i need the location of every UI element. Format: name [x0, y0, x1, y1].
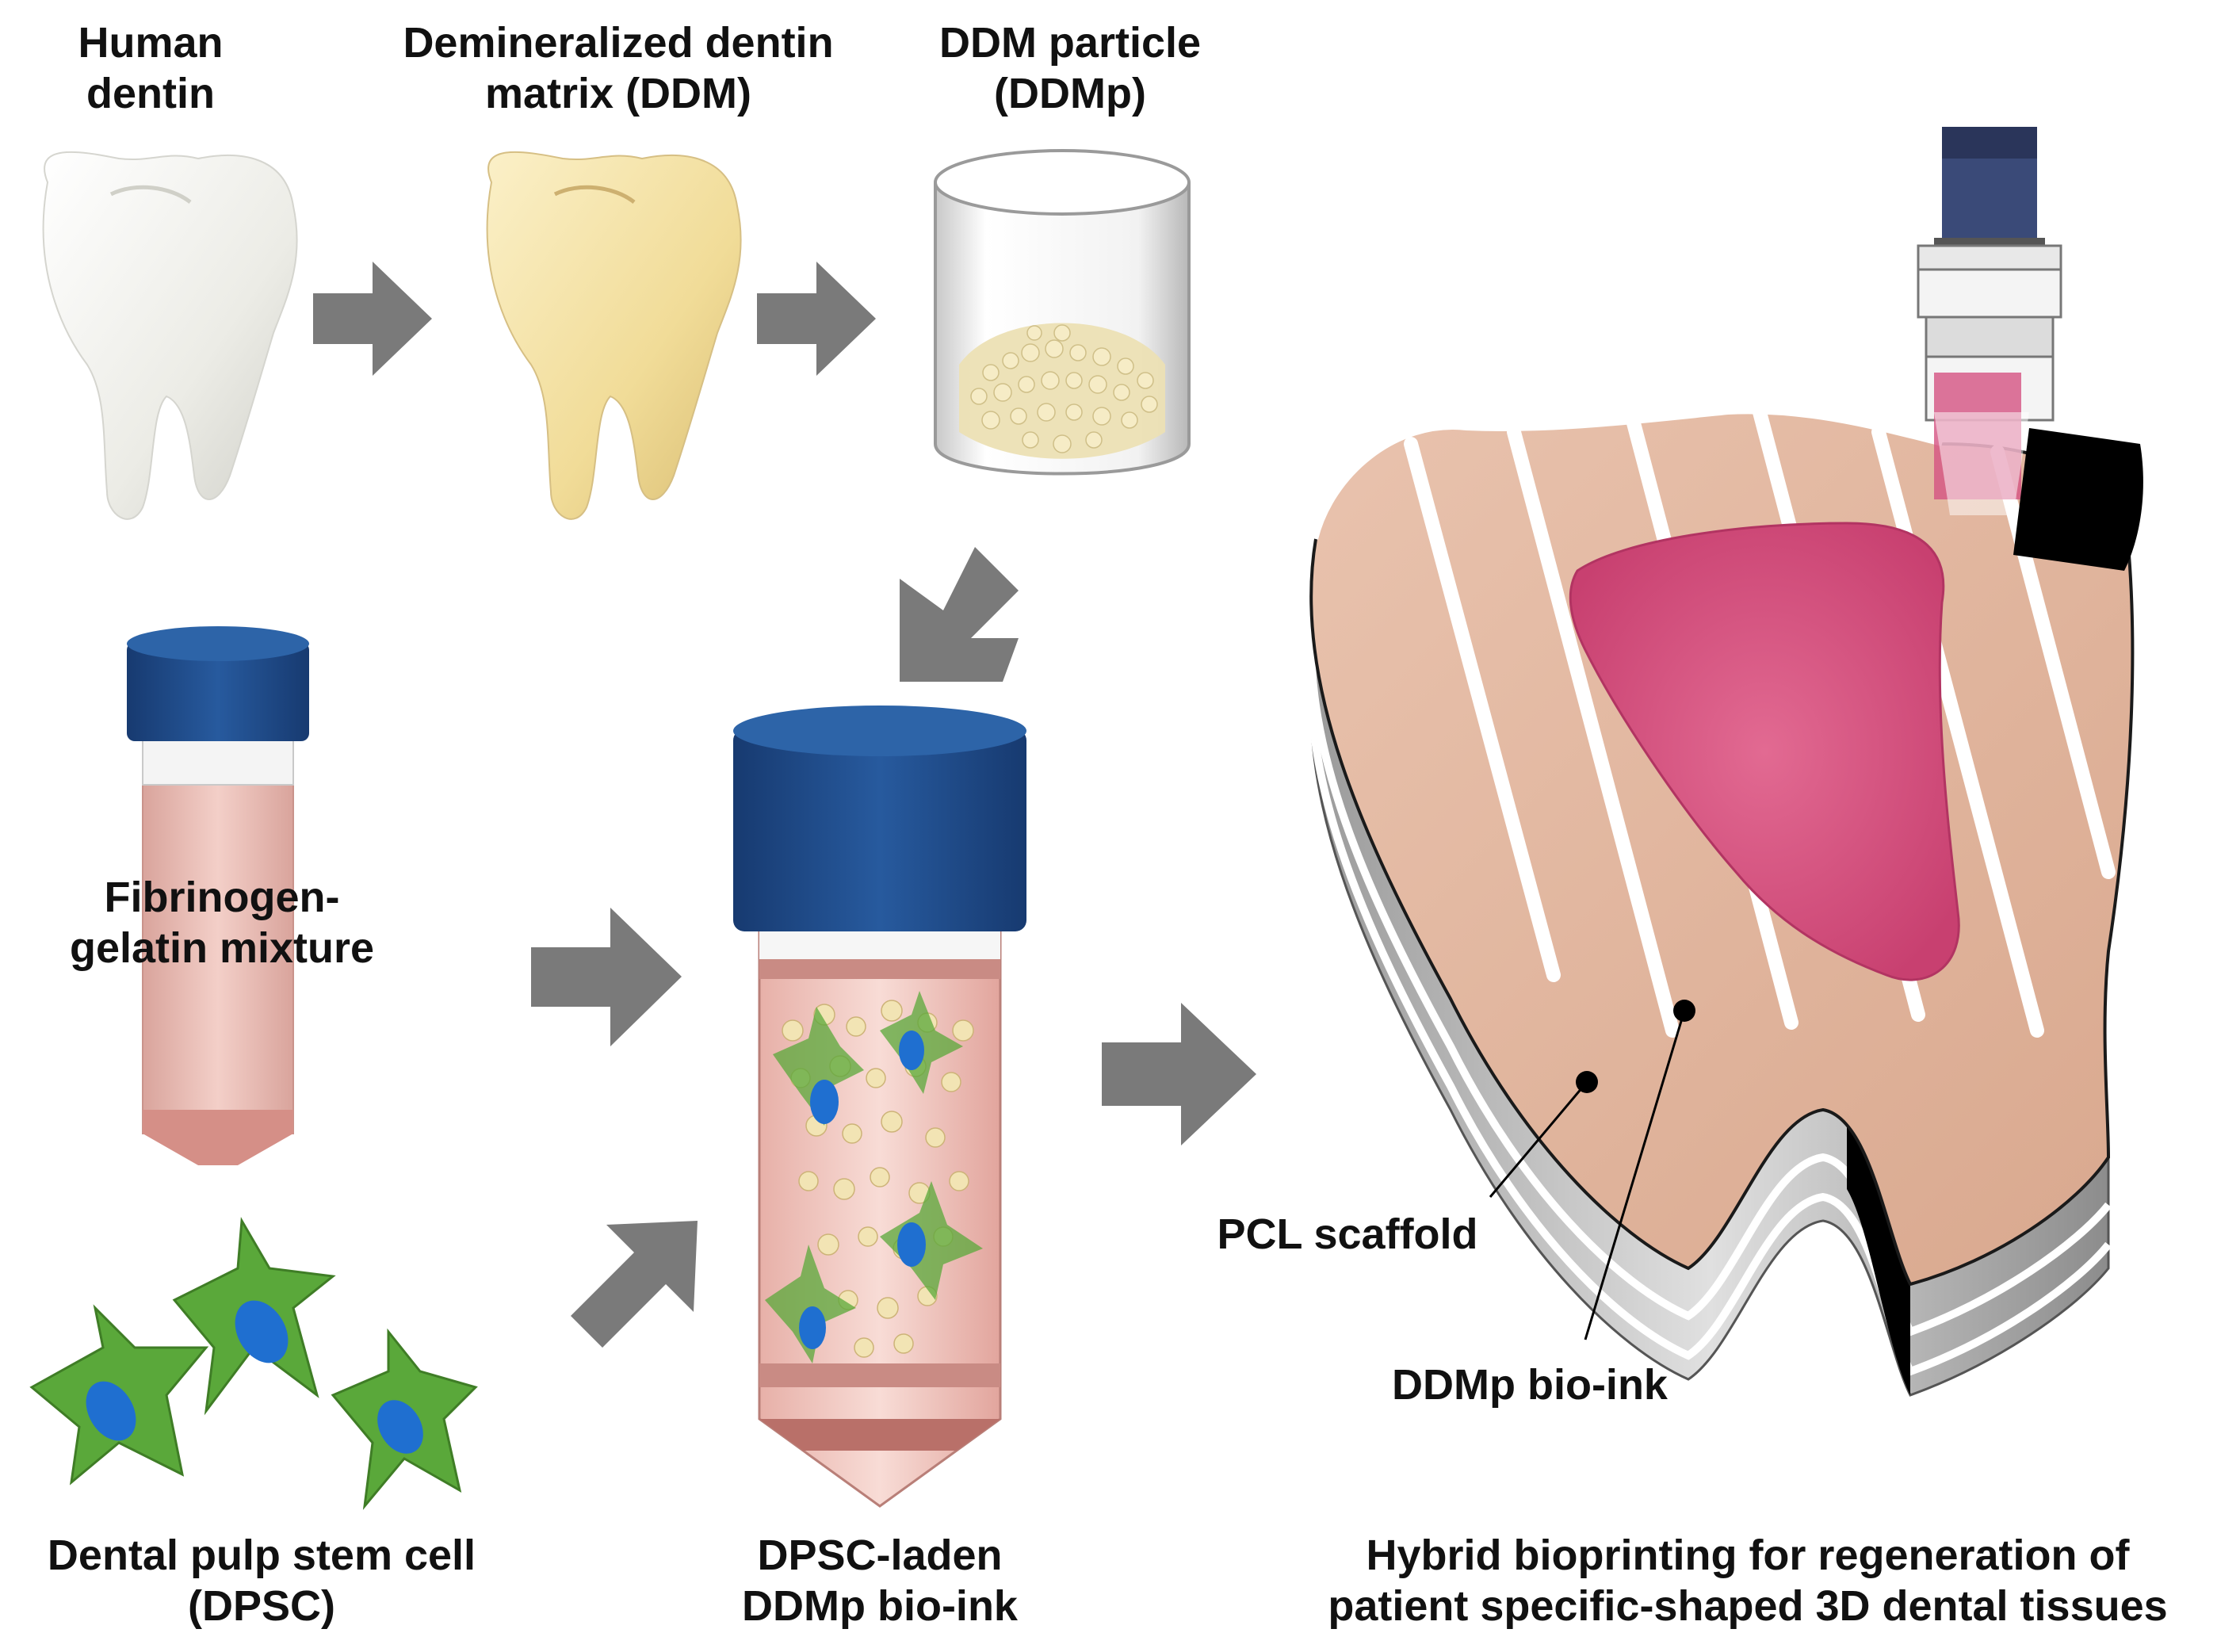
bioprinter-nozzle-icon — [1917, 127, 2143, 571]
bioink-tube-line-2: DDMp bio-ink — [742, 1582, 1018, 1630]
arrow-cells-to-tube — [571, 1221, 698, 1348]
hybrid-line-2: patient specific-shaped 3D dental tissue… — [1328, 1582, 2168, 1630]
ddmp-line-1: DDM particle — [938, 19, 1202, 67]
arrow-dentin-to-ddm — [313, 262, 432, 376]
ddm-line-2: matrix (DDM) — [484, 70, 752, 117]
dpsc-label: Dental pulp stem cell (DPSC) — [8, 1530, 515, 1631]
human-dentin-line-2: dentin — [86, 70, 215, 117]
pcl-scaffold-label: PCL scaffold — [1189, 1209, 1506, 1260]
pcl-scaffold-text: PCL scaffold — [1217, 1210, 1478, 1258]
demineralized-tooth-icon — [486, 151, 742, 520]
arrow-fibrinogen-to-tube — [531, 908, 682, 1046]
ddm-label: Demineralized dentin matrix (DDM) — [373, 17, 864, 119]
fibrinogen-tube-icon — [127, 626, 309, 1165]
printed-tooth-scaffold-icon — [1307, 405, 2135, 1397]
arrow-tube-to-printing — [1102, 1003, 1256, 1145]
hybrid-line-1: Hybrid bioprinting for regeneration of — [1366, 1532, 2130, 1579]
stem-cell-icon — [29, 1217, 478, 1510]
bioink-tube-icon — [733, 706, 1026, 1508]
ddmp-bioink-text: DDMp bio-ink — [1392, 1361, 1668, 1409]
dpsc-line-2: (DPSC) — [188, 1582, 335, 1630]
bioink-tube-label: DPSC-laden DDMp bio-ink — [682, 1530, 1078, 1631]
human-tooth-icon — [42, 151, 298, 520]
human-dentin-line-1: Human — [78, 19, 224, 67]
hybrid-bioprinting-label: Hybrid bioprinting for regeneration of p… — [1260, 1530, 2235, 1631]
ddmp-label: DDM particle (DDMp) — [912, 17, 1229, 119]
particle-beaker-icon — [934, 149, 1191, 476]
fibrinogen-label: Fibrinogen- gelatin mixture — [55, 872, 388, 973]
ddm-line-1: Demineralized dentin — [403, 19, 834, 67]
dpsc-line-1: Dental pulp stem cell — [47, 1532, 476, 1579]
fibrinogen-line-1: Fibrinogen- — [104, 874, 340, 921]
bioink-tube-line-1: DPSC-laden — [757, 1532, 1003, 1579]
fibrinogen-line-2: gelatin mixture — [69, 924, 375, 972]
arrow-ddm-to-particle — [757, 262, 876, 376]
human-dentin-label: Human dentin — [32, 17, 269, 119]
ddmp-bioink-label: DDMp bio-ink — [1363, 1359, 1696, 1410]
ddmp-line-2: (DDMp) — [994, 70, 1146, 117]
arrow-particle-to-tube — [900, 547, 1019, 682]
